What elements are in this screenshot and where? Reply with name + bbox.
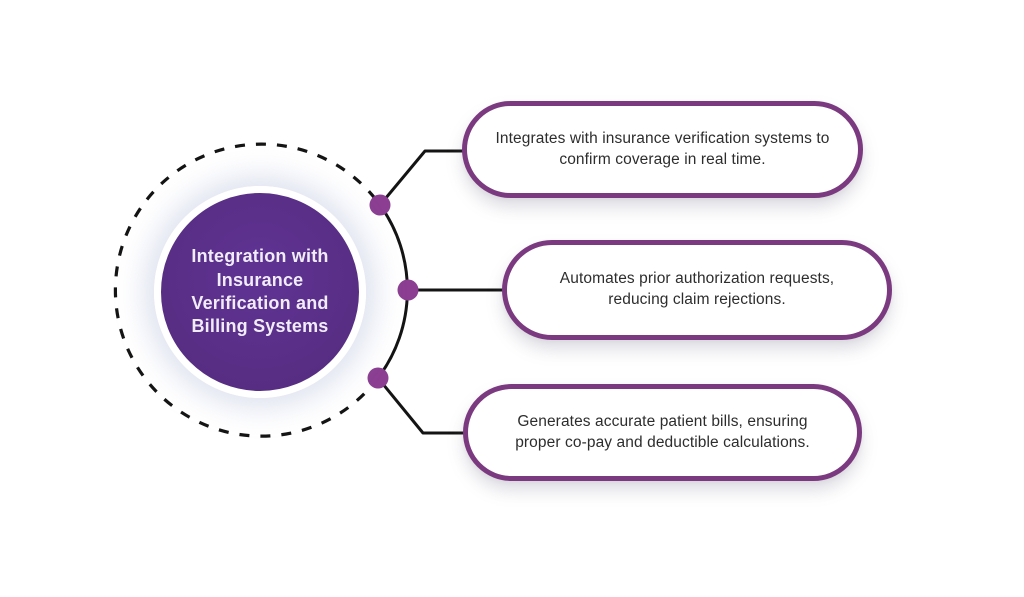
dashed-orbit-circle bbox=[113, 142, 382, 438]
node-dot-bottom bbox=[367, 367, 389, 389]
central-topic-circle: Integration with Insurance Verification … bbox=[154, 186, 366, 398]
callout-box-2: Automates prior authorization requests, … bbox=[502, 240, 892, 340]
callout-text-2: Automates prior authorization requests, … bbox=[559, 270, 835, 308]
connector-elbow-top bbox=[378, 149, 464, 206]
node-dot-top bbox=[369, 194, 391, 216]
callout-text-1: Integrates with insurance verification s… bbox=[495, 129, 830, 168]
callout-box-3: Generates accurate patient bills, ensuri… bbox=[463, 384, 862, 481]
callout-text-3: Generates accurate patient bills, ensuri… bbox=[515, 412, 810, 451]
callout-box-1: Integrates with insurance verification s… bbox=[462, 101, 863, 198]
central-topic-title: Integration with Insurance Verification … bbox=[191, 246, 329, 337]
connector-elbow-bottom bbox=[376, 377, 467, 435]
node-dot-middle bbox=[397, 279, 419, 301]
